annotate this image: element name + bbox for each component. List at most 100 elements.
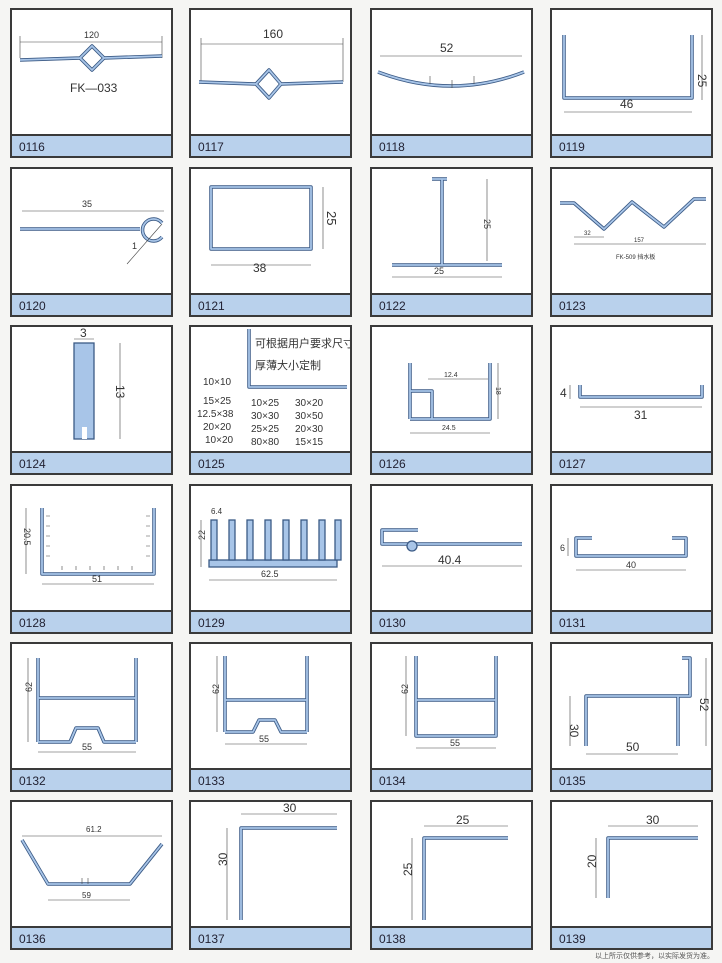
profile-card-0127: 4 31 0127 xyxy=(550,325,713,475)
profile-card-0128: 20.5 51 0128 xyxy=(10,484,173,634)
dimension-label: 52 xyxy=(440,41,454,55)
dimension-label: 3 xyxy=(80,327,87,340)
profile-card-0136: 61.2 59 0136 xyxy=(10,800,173,950)
size-option: 25×25 xyxy=(251,424,280,435)
dimension-label: 25 xyxy=(401,862,415,876)
dimension-label: 52 xyxy=(697,698,711,712)
profile-card-0137: 30 30 0137 xyxy=(189,800,352,950)
profile-card-0138: 25 25 0138 xyxy=(370,800,533,950)
profile-code: 0118 xyxy=(372,134,531,156)
dimension-label: 13 xyxy=(113,385,127,399)
size-option: 15×25 xyxy=(203,396,232,407)
dimension-label: 20.5 xyxy=(22,528,32,546)
size-option: 30×50 xyxy=(295,411,324,422)
disclaimer-footnote: 以上所示仅供参考，以实际发货为准。 xyxy=(595,952,714,960)
size-option: 10×10 xyxy=(203,377,232,388)
dimension-label: 59 xyxy=(82,891,91,900)
dimension-label: 1 xyxy=(132,241,137,251)
profile-code: 0126 xyxy=(372,451,531,473)
profile-card-0124: 3 13 0124 xyxy=(10,325,173,475)
profile-code: 0136 xyxy=(12,926,171,948)
custom-size-note: 可根据用户要求尺寸 xyxy=(255,336,350,350)
dimension-label: 25 xyxy=(695,74,709,88)
profile-code: 0135 xyxy=(552,768,711,790)
dimension-label: 50 xyxy=(626,740,640,754)
profile-model-label: FK—033 xyxy=(70,81,118,95)
dimension-label: 38 xyxy=(253,261,267,275)
dimension-label: 62.5 xyxy=(261,569,279,579)
profile-code: 0134 xyxy=(372,768,531,790)
dimension-label: 55 xyxy=(450,738,460,748)
dimension-label: 55 xyxy=(82,742,92,752)
dimension-label: 51 xyxy=(92,574,102,584)
dimension-label: 4 xyxy=(560,386,567,400)
dimension-label: 40.4 xyxy=(438,553,462,567)
custom-size-note: 厚薄大小定制 xyxy=(255,358,321,372)
profile-code: 0120 xyxy=(12,293,171,315)
profile-card-0116: 120 FK—033 0116 xyxy=(10,8,173,158)
profile-code: 0132 xyxy=(12,768,171,790)
profile-code: 0129 xyxy=(191,610,350,632)
profile-card-0133: 62 55 0133 xyxy=(189,642,352,792)
dimension-label: 25 xyxy=(324,211,339,225)
profile-card-0129: 6.4 22 62.5 0129 xyxy=(189,484,352,634)
profile-code: 0130 xyxy=(372,610,531,632)
dimension-label: 24.5 xyxy=(442,425,456,432)
dimension-label: 12.4 xyxy=(444,372,458,379)
dimension-label: 31 xyxy=(634,408,648,422)
dimension-label: 25 xyxy=(482,219,492,229)
profile-card-0131: 6 40 0131 xyxy=(550,484,713,634)
profile-code: 0125 xyxy=(191,451,350,473)
dimension-label: 25 xyxy=(434,266,444,276)
profile-code: 0139 xyxy=(552,926,711,948)
dimension-label: 62 xyxy=(211,684,221,694)
profile-code: 0137 xyxy=(191,926,350,948)
dimension-label: 18 xyxy=(494,387,501,395)
profile-code: 0122 xyxy=(372,293,531,315)
dimension-label: 46 xyxy=(620,97,634,111)
profile-card-0134: 62 55 0134 xyxy=(370,642,533,792)
profile-code: 0138 xyxy=(372,926,531,948)
size-option: 30×20 xyxy=(295,398,324,409)
profile-card-0119: 25 46 0119 xyxy=(550,8,713,158)
dimension-label: 55 xyxy=(259,734,269,744)
dimension-label: 32 xyxy=(584,231,591,237)
profile-code: 0116 xyxy=(12,134,171,156)
profile-card-0126: 12.4 18 24.5 0126 xyxy=(370,325,533,475)
size-option: 15×15 xyxy=(295,437,324,448)
profile-card-0120: 35 1 0120 xyxy=(10,167,173,317)
dimension-label: 62 xyxy=(24,682,34,692)
size-option: 30×30 xyxy=(251,411,280,422)
size-option: 10×25 xyxy=(251,398,280,409)
size-option: 12.5×38 xyxy=(197,409,234,420)
dimension-label: 40 xyxy=(626,560,636,570)
profile-card-0132: 62 55 0132 xyxy=(10,642,173,792)
dimension-label: 25 xyxy=(456,813,470,827)
size-option: 20×20 xyxy=(203,422,232,433)
profile-card-0135: 30 52 50 0135 xyxy=(550,642,713,792)
dimension-label: 30 xyxy=(283,802,297,815)
profile-code: 0117 xyxy=(191,134,350,156)
profile-code: 0123 xyxy=(552,293,711,315)
dimension-label: 22 xyxy=(197,530,207,540)
dimension-label: 61.2 xyxy=(86,825,102,834)
profile-model-label: FK-509 挡水板 xyxy=(616,253,655,261)
profile-card-0121: 38 25 0121 xyxy=(189,167,352,317)
profile-card-0122: 25 25 0122 xyxy=(370,167,533,317)
dimension-label: 35 xyxy=(82,199,92,209)
dimension-label: 30 xyxy=(646,813,660,827)
dimension-label: 6.4 xyxy=(211,507,223,516)
profile-card-0130: 40.4 0130 xyxy=(370,484,533,634)
profile-card-0123: 32 157 FK-509 挡水板 0123 xyxy=(550,167,713,317)
profile-code: 0133 xyxy=(191,768,350,790)
profile-code: 0124 xyxy=(12,451,171,473)
profile-code: 0127 xyxy=(552,451,711,473)
dimension-label: 157 xyxy=(634,238,645,244)
profile-code: 0121 xyxy=(191,293,350,315)
dimension-label: 62 xyxy=(400,684,410,694)
dimension-label: 160 xyxy=(263,27,283,41)
profile-card-0139: 30 20 0139 xyxy=(550,800,713,950)
size-option: 20×30 xyxy=(295,424,324,435)
profile-code: 0131 xyxy=(552,610,711,632)
